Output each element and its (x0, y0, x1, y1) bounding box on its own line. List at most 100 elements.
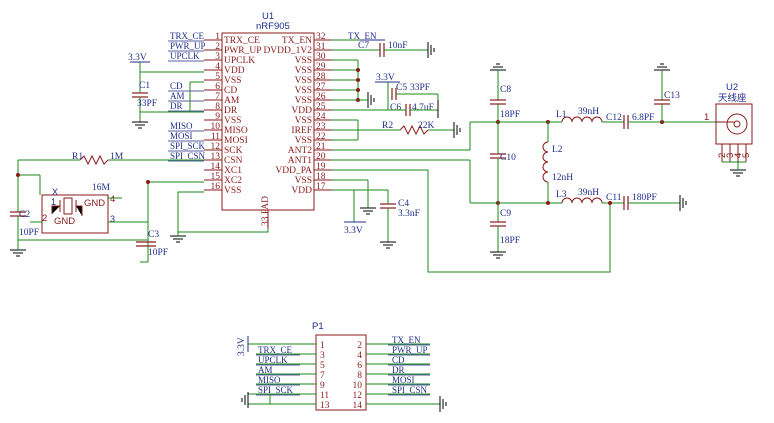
xtal-pin-x: X (52, 187, 58, 197)
u1-net-upclk: UPCLK (170, 51, 200, 61)
c6-ref: C6 (390, 103, 401, 113)
u1-pin-17-name: VDD (291, 186, 312, 196)
r1-ref: R1 (72, 152, 83, 162)
gnd-c7 (427, 42, 435, 58)
c8-ref: C8 (500, 85, 511, 95)
pwr-label-3v3-c4: 3.3V (344, 226, 363, 236)
u1-pin-4-name: VDD (224, 66, 245, 76)
u1-pin-5-number: 5 (215, 72, 220, 82)
p1-net-trx_ce: TRX_CE (258, 345, 293, 355)
u1-pin-29-name: VSS (295, 66, 312, 76)
u1-pin-5-name: VSS (224, 76, 241, 86)
p1-pin-14: 14 (353, 401, 363, 411)
u1-pin-24-name: VSS (295, 116, 312, 126)
wire-pad-gnd (178, 228, 269, 233)
u1-net-am: AM (170, 91, 185, 101)
gnd-pin16 (170, 235, 186, 243)
xtal-gnd-a: GND (84, 198, 105, 209)
r1-body (79, 154, 109, 166)
u1-pin-22-number: 22 (316, 132, 326, 142)
u1-pin-27-name: VSS (295, 86, 312, 96)
u1-pin-19-number: 19 (316, 162, 326, 172)
r1-value: 1M (110, 152, 124, 162)
p1-pwr-label: 3.3V (237, 337, 247, 356)
u1-pin-22-name: VSS (295, 136, 312, 146)
p1-net-miso: MISO (258, 375, 281, 385)
u1-pin-10-number: 10 (211, 122, 221, 132)
u1-pin-24-number: 24 (316, 112, 326, 122)
c13-ref: C13 (664, 91, 680, 101)
u1-pin-32-number: 32 (316, 32, 326, 42)
u1-pin-8-name: DR (224, 106, 238, 116)
l2-coil (542, 141, 549, 183)
u1-pin-5: 5 VSS (204, 72, 241, 86)
rf-network: C8 18PF C10 C9 18PF L1 39nH (490, 63, 728, 259)
u1-net-cd: CD (170, 81, 183, 91)
gnd-c1 (132, 121, 148, 129)
xtal-crystal (63, 197, 73, 215)
c6-value: 4.7uF (412, 103, 434, 113)
u1-pin-9-name: VSS (224, 116, 241, 126)
u1-pin-7-name: AM (224, 96, 240, 106)
p1-net-spi_sck: SPI_SCK (258, 385, 294, 395)
xtal-pin1: 1 (51, 197, 56, 207)
u1-pad-label: 33 PAD (261, 196, 271, 226)
u1-pin-9: 9 VSS (204, 112, 241, 126)
pwr-label-3v3-c5: 3.3V (376, 73, 395, 83)
u1-net-mosi: MOSI (170, 131, 193, 141)
c11-value: 180PF (632, 193, 657, 203)
c12-ref: C12 (606, 113, 622, 123)
xtal-value: 16M (92, 183, 111, 193)
u1-pin-12-number: 12 (211, 142, 221, 152)
u1-pin-28-number: 28 (316, 72, 326, 82)
junction-l3 (546, 201, 550, 205)
r2-body (399, 124, 429, 136)
u2-value: 天线座 (718, 92, 747, 104)
xtal-pin3: 3 (110, 214, 115, 224)
u1-net-pwr_up: PWR_UP (170, 41, 206, 51)
l3-coil (561, 197, 603, 204)
pwr-label-3v3-left: 3.3V (128, 53, 147, 63)
u1-value: nRF905 (256, 21, 290, 32)
u1-pin-22: 22 VSS (295, 132, 332, 146)
p1-pin-2: 2 (357, 341, 362, 351)
u1-pin-9-number: 9 (215, 112, 220, 122)
c10-ref: C10 (500, 153, 516, 163)
xtal-body (41, 194, 109, 234)
u1-pin-2-name: PWR_UP (224, 46, 261, 56)
c7-value: 10nF (388, 41, 408, 51)
u1-pin-21-name: ANT2 (288, 146, 313, 156)
wire-vss-pin16 (177, 191, 204, 232)
p1-pin-10: 10 (353, 381, 363, 391)
u2-ring-inner (733, 120, 741, 128)
l2-ref: L2 (552, 145, 563, 155)
p1-net-upclk: UPCLK (258, 355, 288, 365)
gnd-c2 (10, 249, 26, 257)
xtal-lead-a (51, 205, 60, 214)
p1-pin-11: 11 (320, 391, 329, 401)
u1-pin-24: 24 VSS (295, 112, 332, 126)
p1-pin-6: 6 (357, 361, 362, 371)
gnd-c4 (380, 241, 396, 249)
p1-pin-5: 5 (320, 361, 325, 371)
